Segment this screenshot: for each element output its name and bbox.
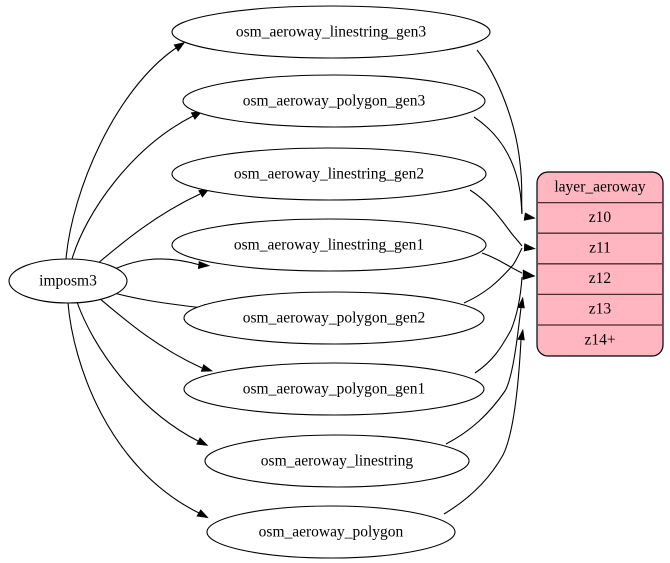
node-osm-aeroway-linestring-gen3[interactable]: osm_aeroway_linestring_gen3	[171, 5, 491, 59]
node-osm-aeroway-linestring-gen1-label: osm_aeroway_linestring_gen1	[234, 237, 424, 254]
node-osm-aeroway-polygon-shape[interactable]	[206, 505, 456, 559]
node-osm-aeroway-linestring[interactable]: osm_aeroway_linestring	[204, 434, 470, 488]
table-row-z14plus[interactable]: z14+	[584, 332, 615, 349]
table-row-z10[interactable]: z10	[589, 209, 612, 226]
edge-group-sources-to-table	[443, 49, 536, 515]
edge-linestring-to-z13	[445, 296, 525, 445]
edge-polygon-gen2-to-z11	[463, 243, 536, 304]
edge-imposm3-to-polygon	[67, 302, 209, 519]
node-osm-aeroway-polygon-gen1-label: osm_aeroway_polygon_gen1	[243, 381, 426, 398]
node-osm-aeroway-linestring-gen1-shape[interactable]	[171, 218, 487, 272]
node-osm-aeroway-linestring-gen2-label: osm_aeroway_linestring_gen2	[234, 166, 424, 183]
node-osm-aeroway-linestring-gen3-shape[interactable]	[171, 5, 491, 59]
edge-polygon-gen3-to-z10	[473, 116, 536, 221]
node-osm-aeroway-polygon[interactable]: osm_aeroway_polygon	[206, 505, 456, 559]
edge-imposm3-to-linestring-gen3	[65, 42, 186, 260]
node-osm-aeroway-polygon-gen3-shape[interactable]	[182, 74, 486, 128]
edge-imposm3-to-polygon-gen1	[98, 297, 214, 372]
node-osm-aeroway-polygon-gen3-label: osm_aeroway_polygon_gen3	[243, 93, 426, 110]
node-osm-aeroway-polygon-label: osm_aeroway_polygon	[259, 524, 404, 541]
node-imposm3-shape[interactable]	[8, 258, 128, 304]
node-osm-aeroway-polygon-gen2-label: osm_aeroway_polygon_gen2	[243, 310, 426, 327]
edge-linestring-gen3-to-z10	[476, 49, 536, 221]
node-layer-aeroway-table[interactable]: layer_aeroway z10 z11 z12 z13 z14+	[536, 171, 664, 357]
node-osm-aeroway-polygon-gen1-shape[interactable]	[183, 362, 485, 416]
node-imposm3[interactable]: imposm3	[8, 258, 128, 304]
node-osm-aeroway-linestring-gen1[interactable]: osm_aeroway_linestring_gen1	[171, 218, 487, 272]
node-osm-aeroway-linestring-gen2-shape[interactable]	[171, 147, 487, 201]
table-row-z11[interactable]: z11	[589, 240, 611, 257]
node-osm-aeroway-linestring-gen2[interactable]: osm_aeroway_linestring_gen2	[171, 147, 487, 201]
table-row-z12[interactable]: z12	[589, 270, 611, 287]
node-osm-aeroway-linestring-label: osm_aeroway_linestring	[261, 453, 414, 470]
edge-polygon-to-z14plus	[443, 328, 525, 515]
edge-polygon-gen1-to-z12	[474, 269, 536, 374]
node-osm-aeroway-polygon-gen3[interactable]: osm_aeroway_polygon_gen3	[182, 74, 486, 128]
node-osm-aeroway-polygon-gen2[interactable]: osm_aeroway_polygon_gen2	[183, 291, 485, 345]
table-row-header-layer-aeroway[interactable]: layer_aeroway	[554, 179, 645, 196]
node-osm-aeroway-polygon-gen2-shape[interactable]	[183, 291, 485, 345]
edge-imposm3-to-linestring-gen1	[111, 258, 211, 271]
node-imposm3-label: imposm3	[39, 273, 97, 290]
table-row-z13[interactable]: z13	[589, 301, 612, 318]
edge-imposm3-to-linestring	[76, 301, 209, 446]
node-osm-aeroway-polygon-gen1[interactable]: osm_aeroway_polygon_gen1	[183, 362, 485, 416]
node-osm-aeroway-linestring-gen3-label: osm_aeroway_linestring_gen3	[236, 24, 427, 41]
node-osm-aeroway-linestring-shape[interactable]	[204, 434, 470, 488]
